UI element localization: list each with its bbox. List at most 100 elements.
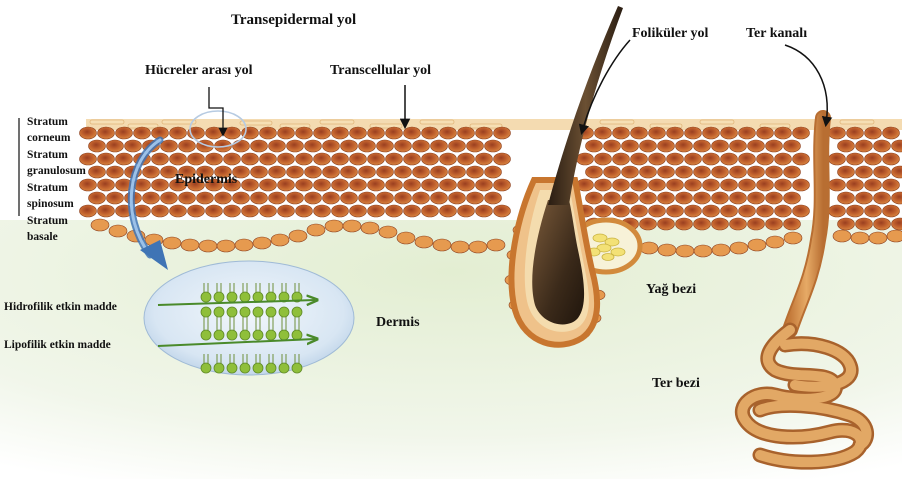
epidermis-cell [422, 153, 439, 165]
basal-cell [181, 239, 199, 251]
epidermis-cell [368, 179, 385, 191]
epidermis-cell [658, 218, 675, 230]
epidermis-cell [242, 205, 259, 217]
epidermis-cell [350, 127, 367, 139]
epidermis-cell [631, 127, 648, 139]
epidermis-cell [359, 166, 376, 178]
epidermis-cell [278, 127, 295, 139]
epidermis-cell [838, 166, 855, 178]
epidermis-cell [323, 166, 340, 178]
epidermis-cell [395, 192, 412, 204]
epidermis-cell [197, 192, 214, 204]
epidermis-cell [595, 127, 612, 139]
basal-cell [676, 245, 694, 257]
epidermis-cell [494, 127, 511, 139]
layer-label: Stratum [27, 216, 68, 228]
epidermis-cell [784, 192, 801, 204]
epidermis-cell [703, 127, 720, 139]
epidermis-cell [739, 127, 756, 139]
basal-cell [163, 237, 181, 249]
epidermis-cell [748, 140, 765, 152]
epidermis-cell [856, 218, 873, 230]
epidermis-cell [404, 205, 421, 217]
epidermis-cell [892, 192, 902, 204]
basal-cell [361, 222, 379, 234]
epidermis-cell [494, 153, 511, 165]
basal-cell [199, 240, 217, 252]
epidermis-cell [332, 153, 349, 165]
epidermis-cell [631, 179, 648, 191]
follicular-label: Foliküler yol [632, 27, 708, 41]
epidermis-cell [377, 192, 394, 204]
epidermis-cell [116, 153, 133, 165]
epidermis-cell [125, 140, 142, 152]
epidermis-cell [341, 166, 358, 178]
epidermis-cell [170, 205, 187, 217]
epidermis-cell [658, 192, 675, 204]
epidermis-cell [712, 218, 729, 230]
epidermis-cell [847, 153, 864, 165]
epidermis-cell [404, 179, 421, 191]
epidermis-cell [577, 153, 594, 165]
epidermis-cell [775, 153, 792, 165]
epidermis-cell [377, 166, 394, 178]
epidermis-cell [449, 192, 466, 204]
epidermis-cell [856, 140, 873, 152]
epidermis-cell [712, 192, 729, 204]
epidermis-cell [838, 192, 855, 204]
basal-cell [469, 241, 487, 253]
basal-cell [833, 230, 851, 242]
epidermis-cell [98, 179, 115, 191]
epidermis-cell [748, 192, 765, 204]
epidermis-cell [640, 218, 657, 230]
epidermis-cell [107, 140, 124, 152]
basal-cell [748, 239, 766, 251]
epidermis-cell [440, 153, 457, 165]
epidermis-cell [404, 153, 421, 165]
epidermis-cell [721, 127, 738, 139]
epidermis-cell [359, 140, 376, 152]
epidermis-cell [721, 153, 738, 165]
sweat-gland-label: Ter bezi [652, 377, 700, 391]
epidermis-cell [242, 153, 259, 165]
epidermis-cell [377, 140, 394, 152]
epidermis-cell [287, 140, 304, 152]
sebaceous-gland-label: Yağ bezi [646, 283, 696, 297]
epidermis-cell [494, 179, 511, 191]
epidermis-cell [341, 192, 358, 204]
epidermis-cell [676, 140, 693, 152]
epidermis-cell [296, 205, 313, 217]
basal-cell [307, 224, 325, 236]
epidermis-cell [685, 153, 702, 165]
epidermis-cell [89, 192, 106, 204]
epidermis-cell [883, 127, 900, 139]
epidermis-cell [413, 192, 430, 204]
epidermis-cell [613, 179, 630, 191]
epidermis-cell [305, 140, 322, 152]
layer-label: Stratum [27, 150, 68, 162]
epidermis-cell [631, 205, 648, 217]
epidermis-cell [98, 153, 115, 165]
transcellular-label: Transcellular yol [330, 64, 431, 78]
epidermis-cell [269, 140, 286, 152]
epidermis-cell [305, 192, 322, 204]
epidermis-cell [847, 205, 864, 217]
epidermis-cell [350, 153, 367, 165]
epidermis-cell [404, 127, 421, 139]
epidermis-cell [604, 192, 621, 204]
layer-label: basale [27, 232, 58, 244]
basal-cell [487, 239, 505, 251]
basal-cell [887, 230, 902, 242]
epidermis-cell [206, 205, 223, 217]
epidermis-cell [323, 140, 340, 152]
epidermis-cell [449, 166, 466, 178]
epidermis-cell [694, 166, 711, 178]
epidermis-cell [847, 127, 864, 139]
epidermis-cell [467, 166, 484, 178]
epidermis-cell [730, 218, 747, 230]
epidermis-cell [640, 192, 657, 204]
basal-cell [325, 220, 343, 232]
epidermis-cell [422, 205, 439, 217]
epidermis-cell [368, 127, 385, 139]
epidermis-cell [251, 192, 268, 204]
